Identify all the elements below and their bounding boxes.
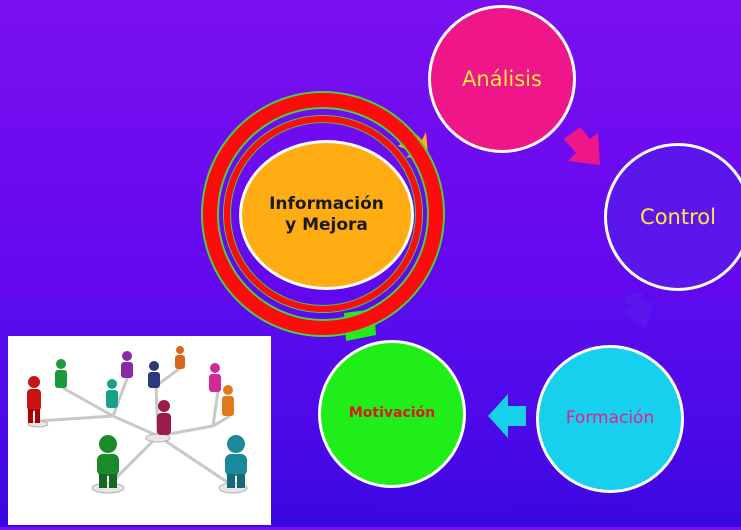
node-analisis: Análisis <box>428 5 576 153</box>
figure-navy <box>148 361 160 388</box>
arrow-formacion-to-motivacion <box>488 394 526 438</box>
figure-purple <box>121 351 133 378</box>
figure-teal-large <box>225 435 247 488</box>
arrow-analisis-to-control <box>564 127 600 165</box>
node-motivacion-label: Motivación <box>348 405 436 422</box>
node-analisis-label: Análisis <box>462 66 542 91</box>
highlight-ring-inner <box>224 116 422 312</box>
figure-orange <box>222 385 234 416</box>
arrow-control-to-formacion <box>620 292 654 330</box>
figure-red <box>27 376 41 423</box>
people-network-illustration <box>27 346 248 494</box>
node-control-label: Control <box>640 204 716 229</box>
node-motivacion: Motivación <box>318 340 466 488</box>
node-formacion-label: Formación <box>565 408 655 429</box>
people-network-image <box>8 336 271 525</box>
figure-maroon <box>157 400 171 435</box>
node-control: Control <box>604 143 741 291</box>
figure-teal-small <box>106 379 118 408</box>
figure-green-small <box>55 359 67 388</box>
figure-magenta <box>209 363 221 392</box>
figure-orange-small <box>175 346 185 369</box>
node-formacion: Formación <box>536 345 684 493</box>
figure-green-large <box>97 435 119 488</box>
